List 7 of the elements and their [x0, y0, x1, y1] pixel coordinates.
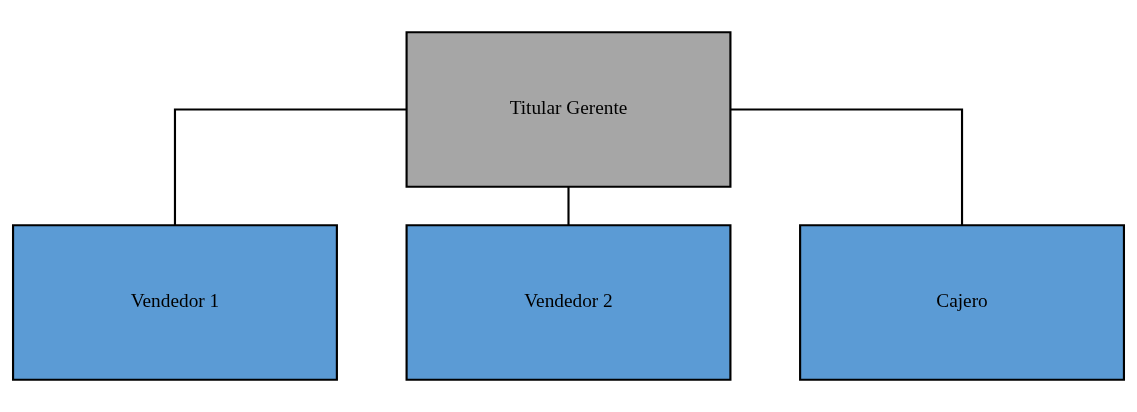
node-box: Titular Gerente — [405, 31, 732, 188]
connector — [567, 186, 570, 226]
node-box: Vendedor 2 — [405, 224, 732, 381]
connector — [173, 108, 407, 226]
connector — [730, 108, 964, 226]
node-box: Cajero — [799, 224, 1125, 381]
node-box: Vendedor 1 — [12, 224, 338, 381]
